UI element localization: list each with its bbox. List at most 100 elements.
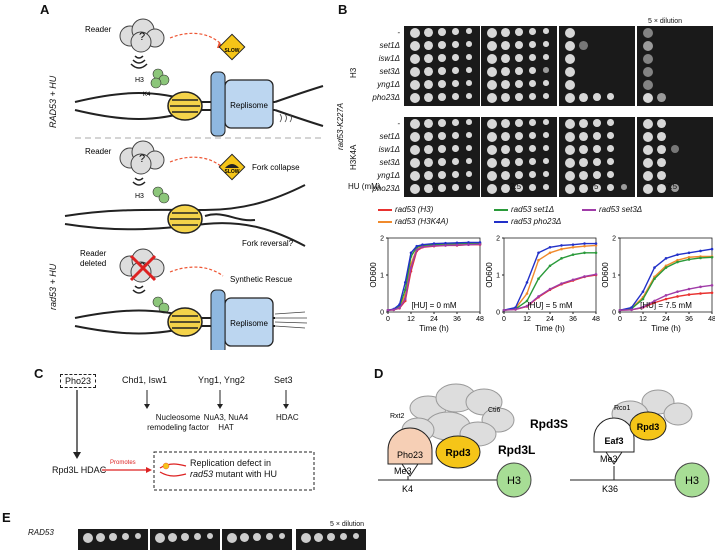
legend-swatch [378,220,392,223]
yeast-spot [466,119,472,125]
yeast-spot [579,132,588,141]
yeast-spot [501,119,510,128]
fork-reversal-label: Fork reversal? [242,239,294,248]
series-point [687,293,691,296]
defect-l1: Replication defect in [190,458,272,468]
yeast-spot [643,119,653,129]
series-point [653,299,656,303]
series-point [676,295,679,298]
yeast-spot [452,158,459,165]
yeast-spot [515,184,523,192]
series-point [664,264,668,268]
yeast-spot [438,171,446,179]
nua-l2: HAT [218,423,234,432]
yeast-spot [543,171,549,177]
x-tick-label: 0 [502,316,506,323]
x-tick-label: 48 [476,316,484,323]
legend-item: rad53 (H3) [378,205,433,214]
yeast-spot [579,93,588,102]
yeast-spot [543,132,549,138]
yeast-spot [593,171,601,179]
yeast-spot [579,171,588,180]
series-point [444,244,447,247]
legend-swatch [582,208,596,211]
series-point [403,281,407,284]
yeast-spot [565,28,575,38]
yeast-spot [657,119,666,128]
yeast-spot [529,28,536,35]
yeast-spot [529,41,536,48]
reader-cloud-top: ? [119,18,165,53]
yeast-spot [643,80,653,90]
yeast-spot [424,158,433,167]
yeast-spot [452,28,459,35]
series-point [398,303,401,306]
yeast-spot-e [266,533,273,540]
y-tick-label: 2 [612,236,616,243]
series-point [664,297,668,301]
series-point [571,245,575,249]
nua-hat-text: NuA3, NuA4 HAT [196,413,256,433]
legend-text: rad53 (H3K4A) [395,217,449,226]
yeast-spot [438,158,446,166]
series-point [548,251,552,255]
strain-label: yng1Δ [377,80,400,89]
strain-background-label: rad53-K227A [336,102,345,150]
yeast-spot [501,80,510,89]
yeast-spot-e [96,533,105,542]
series-point [687,258,691,261]
x-tick-label: 24 [662,316,670,323]
pho23-subunit [387,427,433,465]
hu-value-7-5: 7.5 [666,182,678,191]
yeast-spot [466,67,472,73]
legend-item: rad53 pho23Δ [494,217,561,226]
yeast-spot-e [168,533,177,542]
yeast-spot [438,28,446,36]
panel-b-label: B [338,2,348,17]
yeast-spot [466,184,472,190]
yeast-spot [424,132,433,141]
yeast-spot [438,184,446,192]
series-point [409,266,413,269]
strain-label: isw1Δ [378,54,400,63]
yeast-spot [515,80,523,88]
x-tick-label: 36 [685,316,693,323]
strain-label: pho23Δ [372,93,400,102]
yeast-spot [657,145,666,154]
series-point [403,288,407,292]
series-point [432,242,436,245]
yeast-spot [501,145,510,154]
yeast-spot [593,119,601,127]
yeast-spot [643,145,653,155]
series-point [571,278,575,282]
yeast-spot [579,119,588,128]
yeast-spot [410,119,420,129]
yeast-spot [452,119,459,126]
y-tick-label: 1 [612,273,616,280]
yeast-spot [438,80,446,88]
y-tick-label: 1 [380,273,384,280]
yeast-spot [657,158,666,167]
yeast-spot [643,67,653,77]
yeast-spot [671,184,679,192]
yeast-spot [565,93,575,103]
rad53-label-e: RAD53 [28,528,54,537]
yeast-spot [543,28,549,34]
yeast-spot [607,93,614,100]
reader-deleted-l2: deleted [80,259,106,268]
yeast-spot [466,132,472,138]
yeast-spot [529,158,536,165]
series-point [641,290,645,293]
deleted-cross-icon [129,254,157,282]
yeast-spot [565,158,575,168]
yeast-spot [565,171,575,181]
legend-item: rad53 set3Δ [582,205,642,214]
spot-plate [404,117,480,197]
strain-label: yng1Δ [377,171,400,180]
yeast-spot [515,67,523,75]
series-point [537,251,540,255]
yeast-spot [452,145,459,152]
dilution-label-b: 5 × dilution [648,18,683,25]
series-point [560,282,563,285]
